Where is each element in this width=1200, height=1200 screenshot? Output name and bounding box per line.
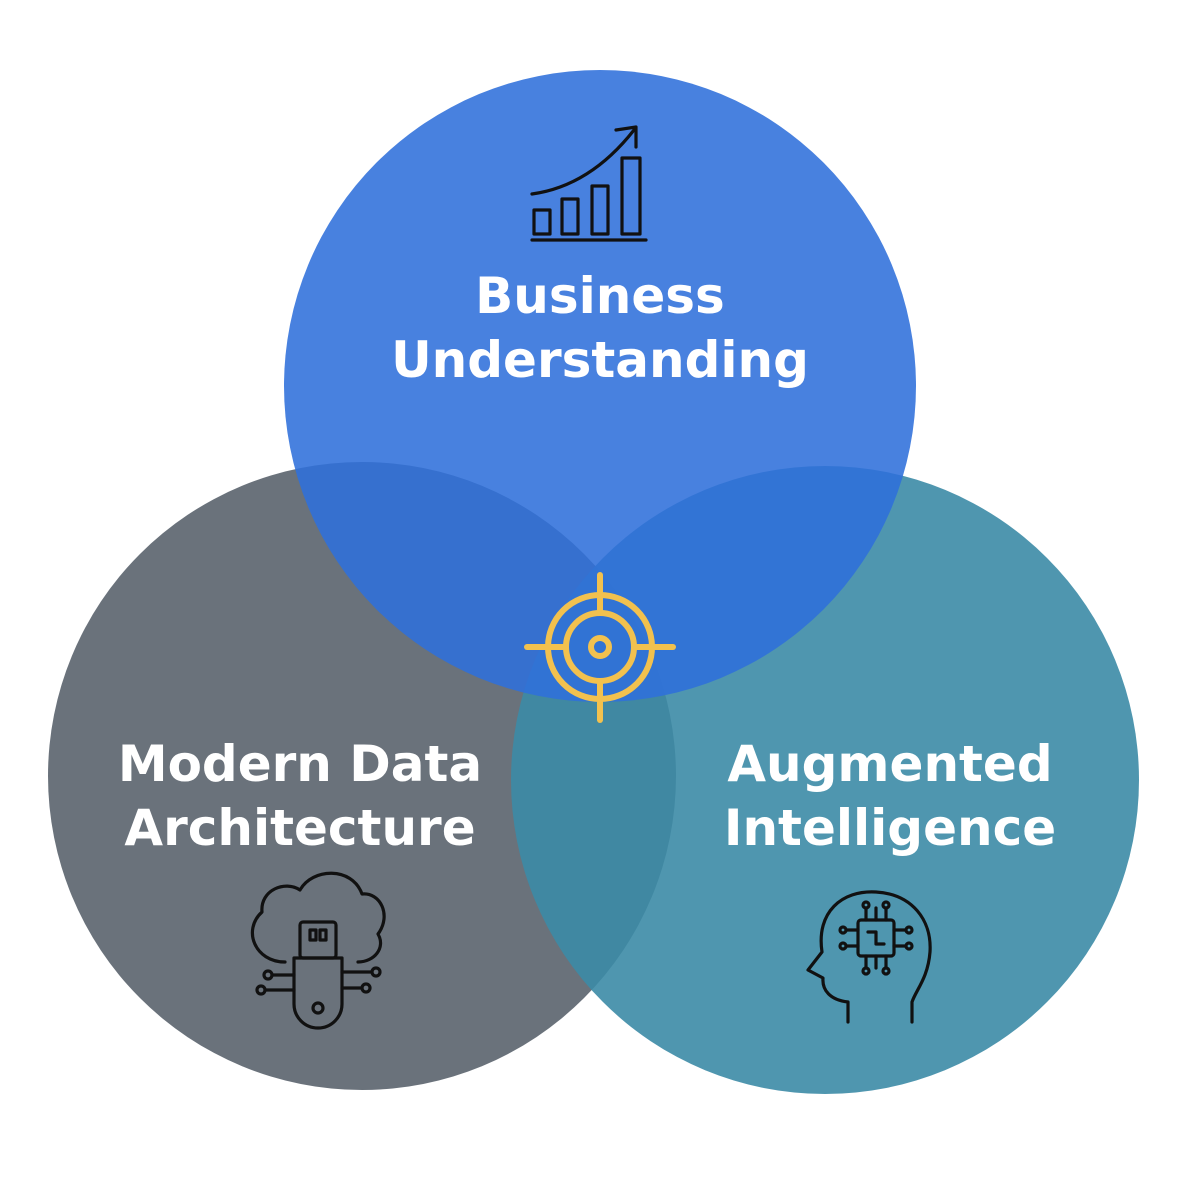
target-crosshair-icon <box>524 572 676 723</box>
modern-data-architecture-label: Modern Data Architecture <box>117 735 483 857</box>
growth-chart-icon <box>530 125 648 242</box>
business-understanding-label: Business Understanding <box>391 267 809 389</box>
augmented-intelligence-label: Augmented Intelligence <box>723 735 1057 857</box>
cloud-usb-icon <box>250 871 386 1030</box>
ai-head-icon <box>806 890 932 1024</box>
circle-business <box>284 70 916 702</box>
